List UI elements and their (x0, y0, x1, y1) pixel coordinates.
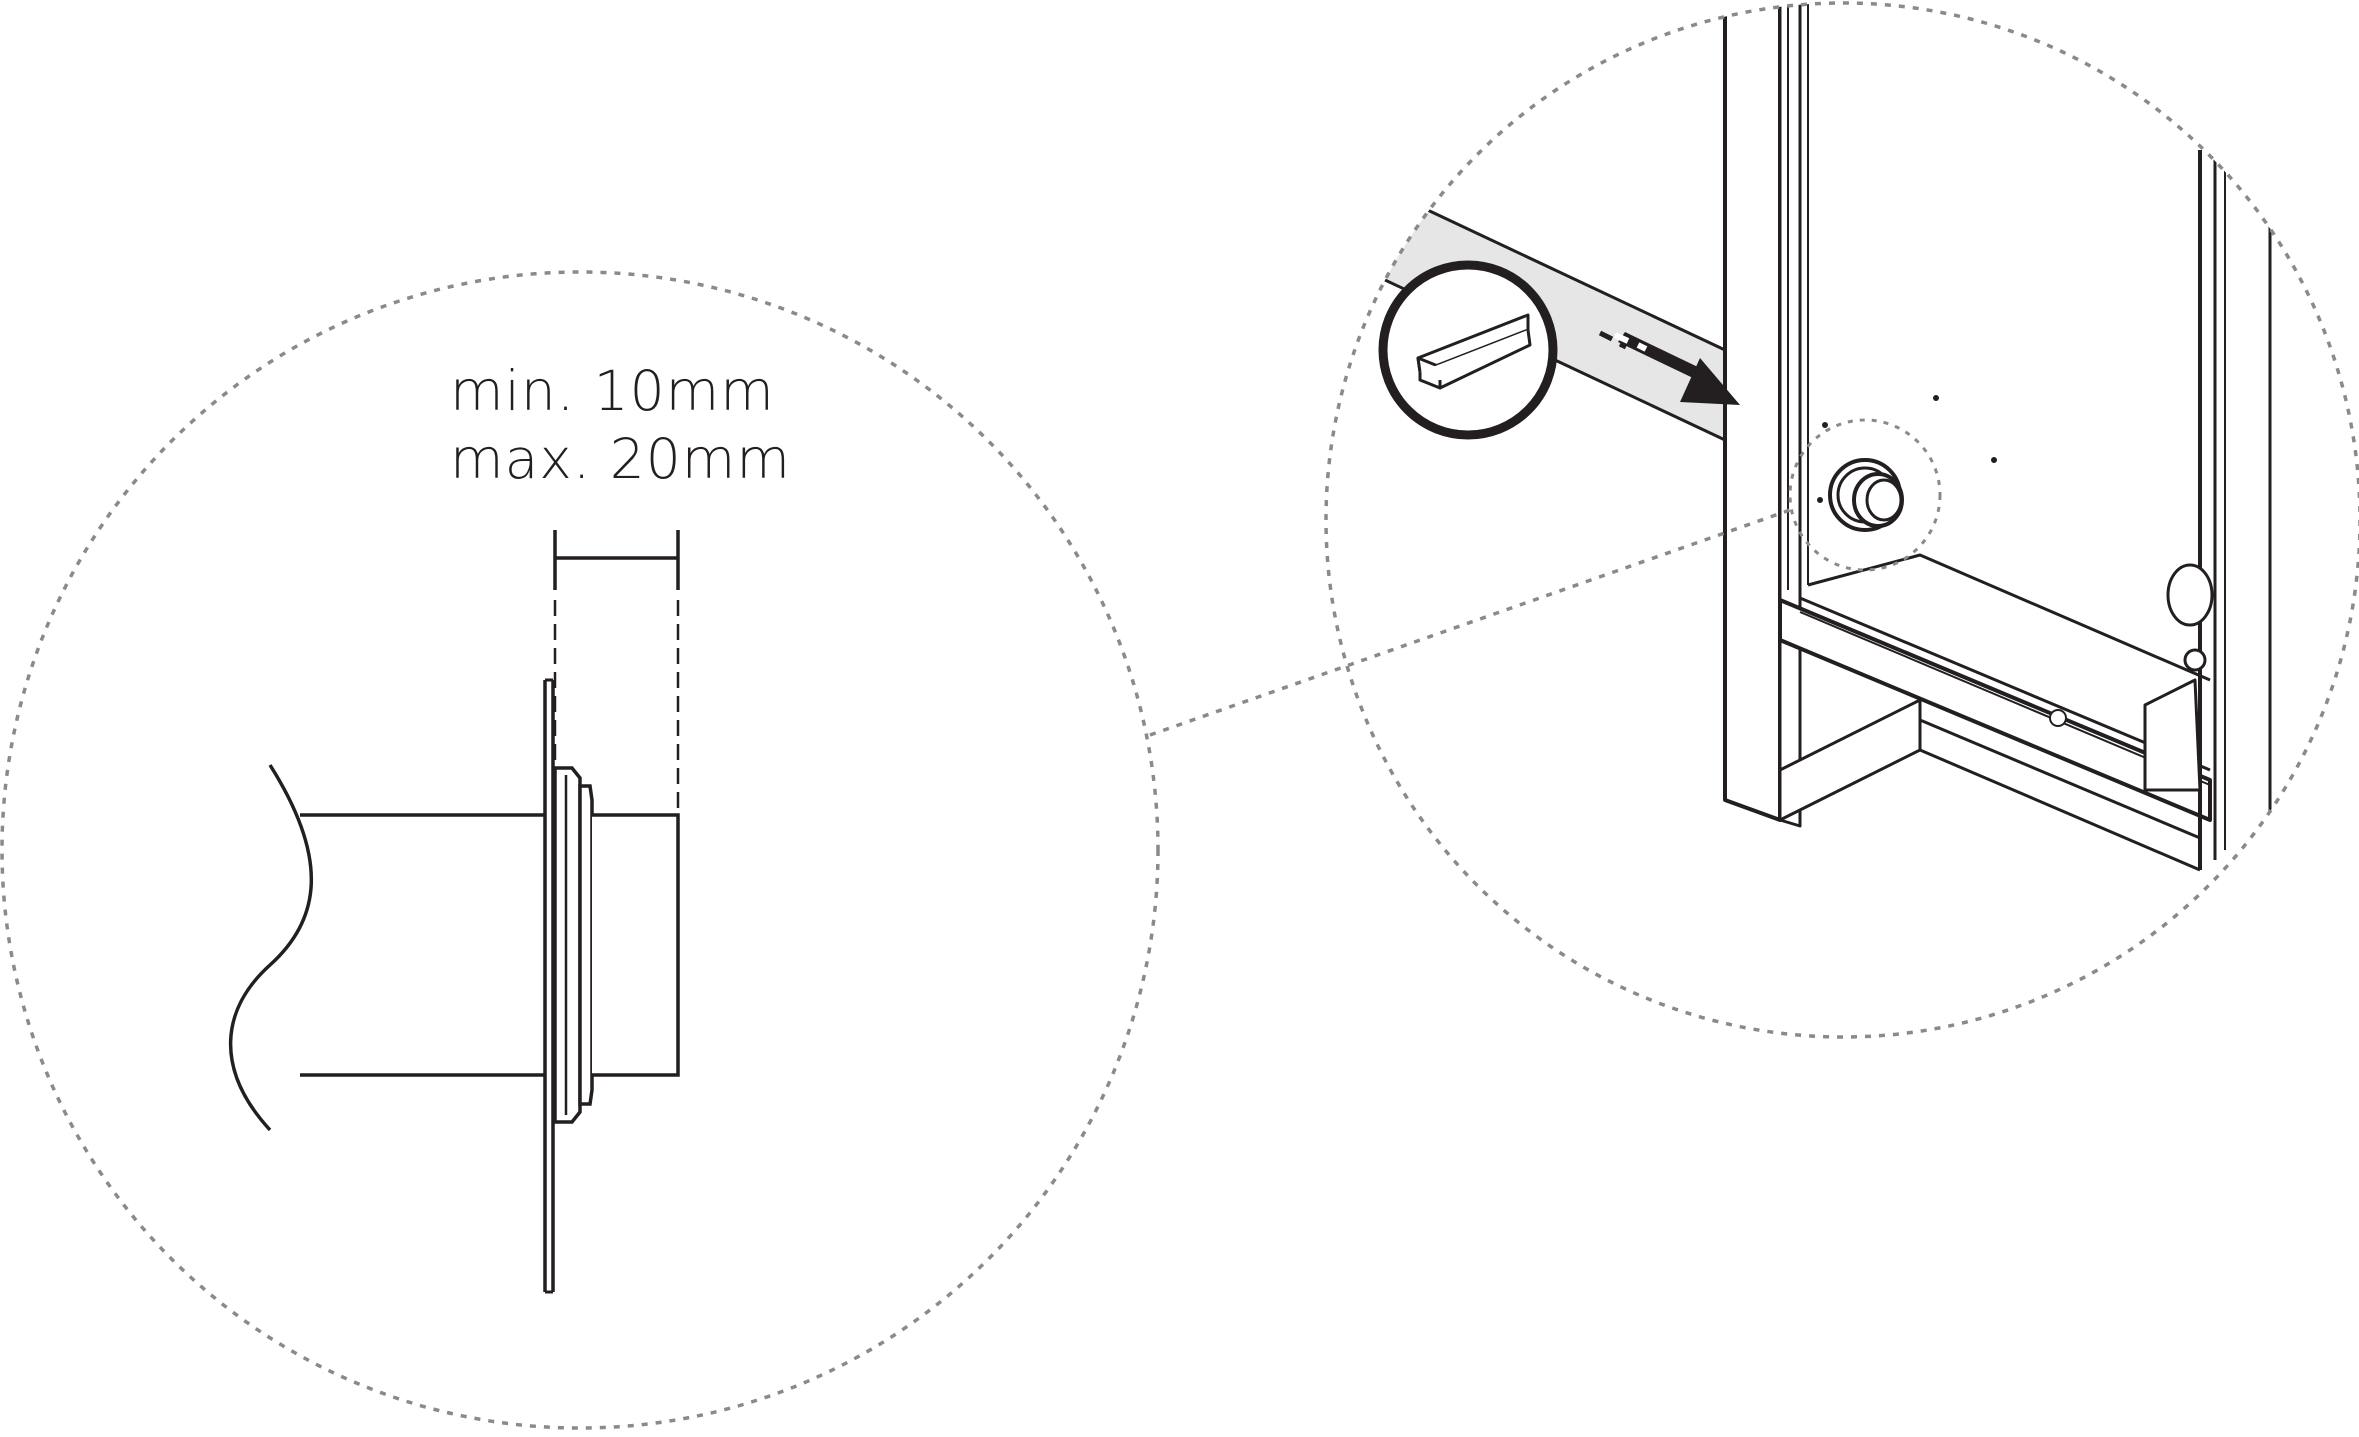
pipe-body (228, 764, 545, 1132)
slide-direction-arrow-icon (1598, 330, 1740, 405)
zoom-connector-line (1149, 508, 1791, 737)
pipe-flange (553, 766, 594, 1124)
pipe-protrusion-detail: min. 10mm max. 20mm (0, 270, 1160, 1430)
dimension-marker (553, 530, 680, 812)
cabinet-overview-detail (1324, 1, 2359, 1039)
pipe-protruding-end (592, 813, 680, 1077)
pipe-detail-circle (0, 270, 1160, 1430)
zoom-source-circle (1788, 418, 1942, 572)
cabinet-left-post (1723, 3, 1782, 822)
overview-detail-circle (1324, 1, 2359, 1039)
dimension-max-label: max. 20mm (450, 427, 791, 491)
wall-plate (543, 678, 555, 1294)
rail-profile-callout (1378, 260, 1558, 440)
pipe-fitting (1828, 458, 1904, 532)
dimension-min-label: min. 10mm (450, 359, 775, 423)
